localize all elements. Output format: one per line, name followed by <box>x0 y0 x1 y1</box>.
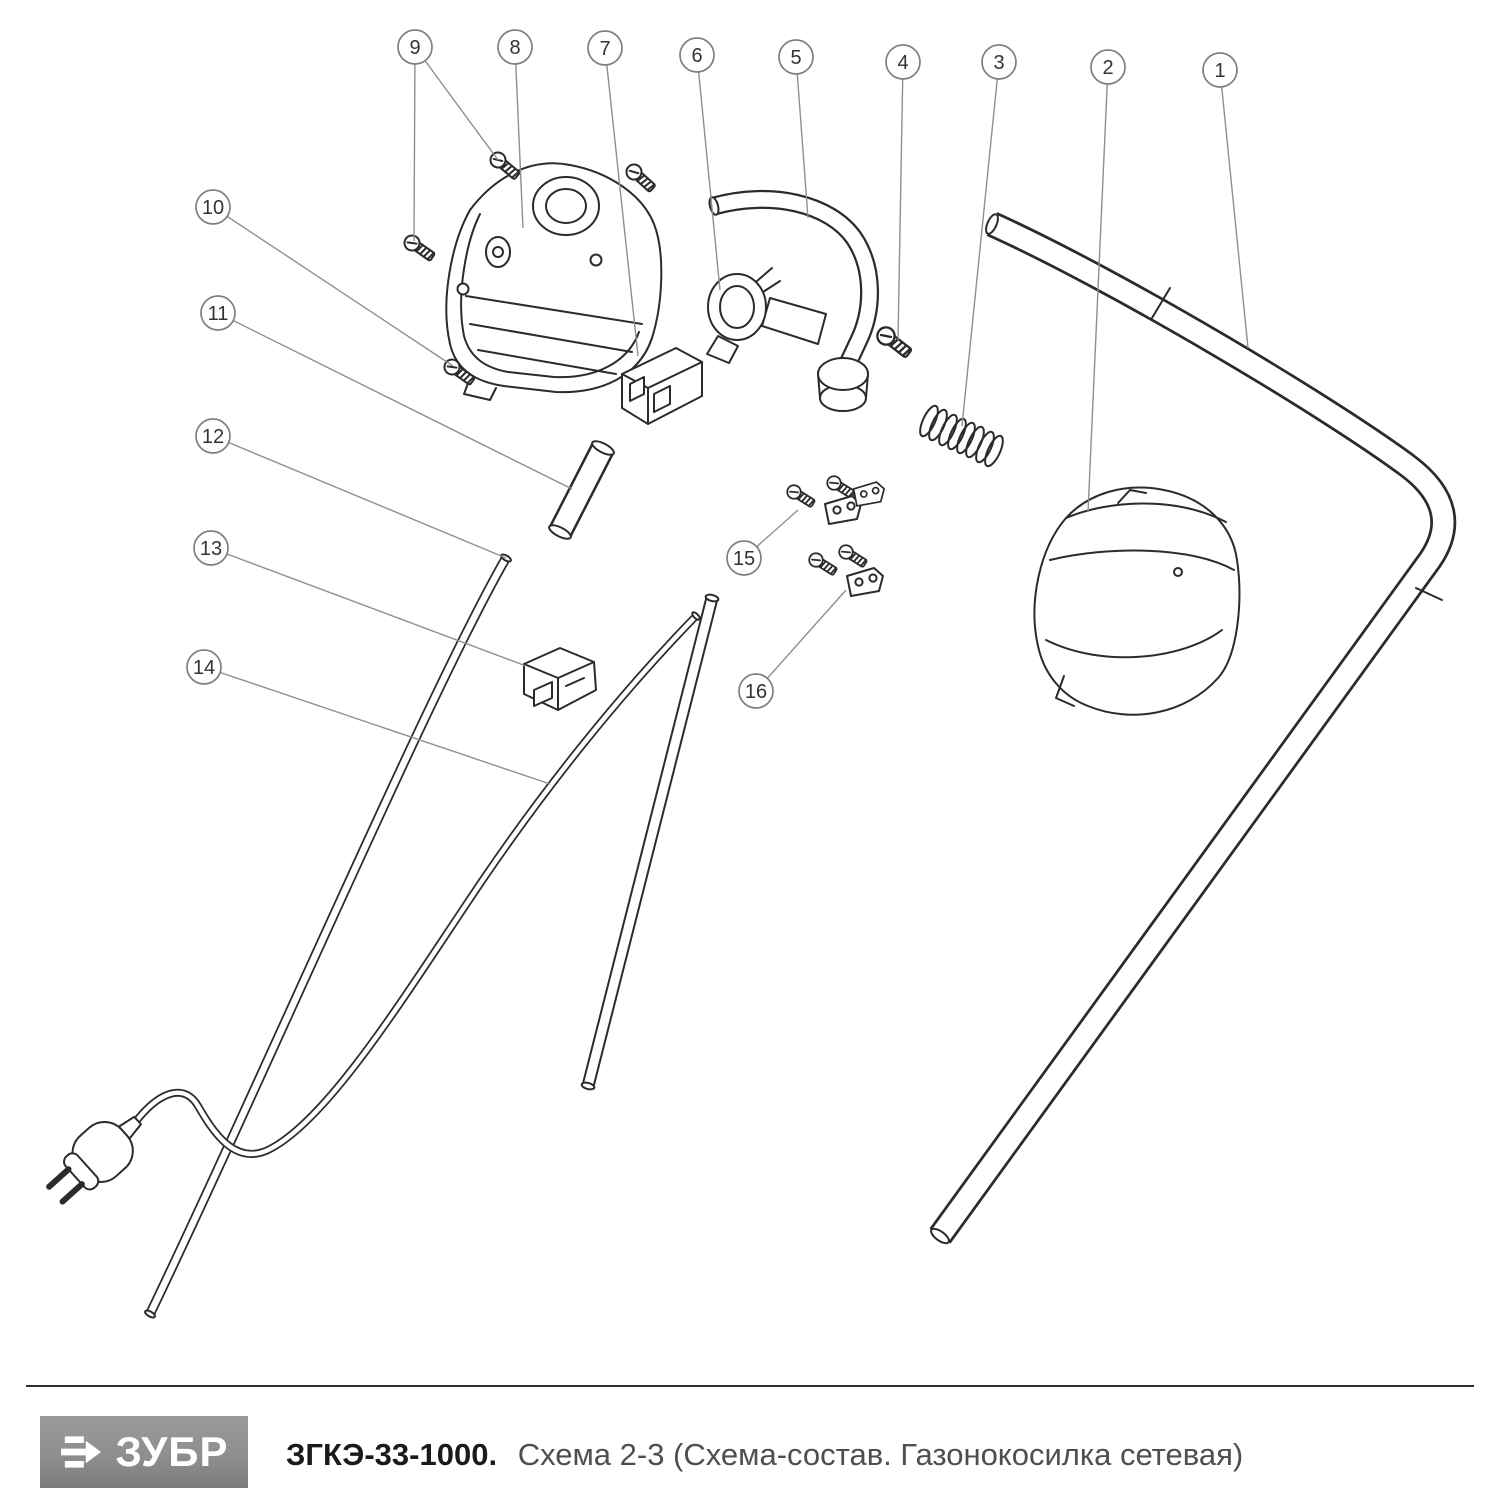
page-title: ЗГКЭ-33-1000. Схема 2-3 (Схема-состав. Г… <box>286 1437 1243 1473</box>
callout-balloon <box>193 530 229 566</box>
callout-number: 16 <box>745 681 767 703</box>
model-number: ЗГКЭ-33-1000. <box>286 1437 498 1472</box>
callout-6: 6 <box>679 37 721 291</box>
callout-balloon <box>726 540 762 576</box>
part-12-rod <box>144 553 512 1319</box>
callout-leader-line <box>212 206 454 367</box>
power-plug <box>46 1115 142 1205</box>
callout-number: 12 <box>202 426 224 448</box>
part-15-cable-clip-set <box>783 472 886 525</box>
part-4-screw <box>872 322 916 362</box>
callout-balloon <box>186 649 222 685</box>
callout-leader-line <box>1087 66 1109 513</box>
callout-leader-line <box>795 56 809 219</box>
brand-logo: ЗУБР <box>40 1416 248 1488</box>
callout-15: 15 <box>726 509 799 576</box>
callout-2: 2 <box>1087 49 1126 513</box>
brand-name: ЗУБР <box>115 1428 229 1475</box>
part-16-cable-clip-set <box>805 541 884 597</box>
callout-balloon <box>1090 49 1126 85</box>
callout-balloon <box>200 295 236 331</box>
screw <box>872 322 916 362</box>
callout-balloon <box>1202 52 1238 88</box>
callout-balloon <box>885 44 921 80</box>
callout-number: 7 <box>599 38 610 60</box>
callout-number: 13 <box>200 538 222 560</box>
callout-balloon <box>195 418 231 454</box>
callout-16: 16 <box>738 589 847 709</box>
cable-clip <box>852 481 886 507</box>
callout-leader-line <box>755 589 847 692</box>
callout-number: 5 <box>790 47 801 69</box>
parts-layer <box>46 148 1457 1319</box>
callout-number: 11 <box>208 303 229 325</box>
callout-number: 4 <box>897 52 908 74</box>
callout-balloon <box>981 44 1017 80</box>
callout-balloon <box>679 37 715 73</box>
callout-balloon <box>738 673 774 709</box>
screw <box>805 549 840 579</box>
callout-8: 8 <box>497 29 533 229</box>
part-8-switch-housing <box>445 162 663 401</box>
callout-balloon <box>497 29 533 65</box>
callout-number: 3 <box>993 52 1004 74</box>
callout-13: 13 <box>193 530 527 667</box>
footer: ЗУБР ЗГКЭ-33-1000. Схема 2-3 (Схема-сост… <box>0 1385 1500 1500</box>
callout-9: 9 <box>397 29 499 242</box>
callout-4: 4 <box>885 44 921 341</box>
callout-11: 11 <box>200 295 573 490</box>
callout-1: 1 <box>1202 52 1249 349</box>
callout-balloon <box>778 39 814 75</box>
callout-leader-line <box>210 547 527 667</box>
part-7-switch-block <box>621 347 703 425</box>
callout-leader-line <box>1219 69 1249 349</box>
callout-7: 7 <box>587 30 639 357</box>
callout-14: 14 <box>186 649 551 785</box>
callout-number: 9 <box>409 37 420 59</box>
callout-number: 10 <box>202 197 224 219</box>
lower-handle-rod <box>580 593 720 1091</box>
part-6-cable-clamp <box>706 267 781 364</box>
callout-leader-line <box>413 46 416 242</box>
part-3-spring <box>919 404 1004 468</box>
callout-number: 14 <box>193 657 215 679</box>
footer-divider <box>26 1385 1474 1387</box>
part-14-power-cord <box>46 611 701 1205</box>
callout-leader-line <box>514 46 524 229</box>
callout-leader-line <box>212 435 507 559</box>
screw <box>835 541 870 571</box>
part-2-handle-cover <box>1033 486 1241 716</box>
zubr-logo-icon <box>61 1436 102 1468</box>
callout-5: 5 <box>778 39 814 219</box>
callout-10: 10 <box>195 189 454 367</box>
callout-number: 15 <box>733 548 755 570</box>
callout-leader-line <box>961 61 1000 427</box>
part-13-switch-box <box>523 647 597 711</box>
cable-clip <box>846 567 884 597</box>
screw <box>400 231 438 265</box>
screw <box>783 481 818 511</box>
callout-leader-line <box>604 47 639 357</box>
callout-balloon <box>397 29 433 65</box>
callout-3: 3 <box>961 44 1017 427</box>
callout-number: 8 <box>509 37 520 59</box>
callout-leader-line <box>217 312 573 490</box>
callout-number: 6 <box>691 45 702 67</box>
part-1-upper-handle-bar <box>929 212 1457 1245</box>
callout-balloon <box>195 189 231 225</box>
callout-leader-line <box>414 46 499 161</box>
callout-leader-line <box>696 54 721 291</box>
screw <box>622 160 659 196</box>
part-5-start-lever <box>708 189 880 412</box>
callout-leader-line <box>203 666 551 785</box>
callout-number: 2 <box>1102 57 1113 79</box>
callout-balloon <box>587 30 623 66</box>
scheme-caption: Схема 2-3 (Схема-состав. Газонокосилка с… <box>517 1437 1244 1472</box>
callout-number: 1 <box>1214 60 1225 82</box>
callout-leader-line <box>897 61 904 341</box>
callout-12: 12 <box>195 418 507 559</box>
part-11-sleeve <box>548 440 615 540</box>
